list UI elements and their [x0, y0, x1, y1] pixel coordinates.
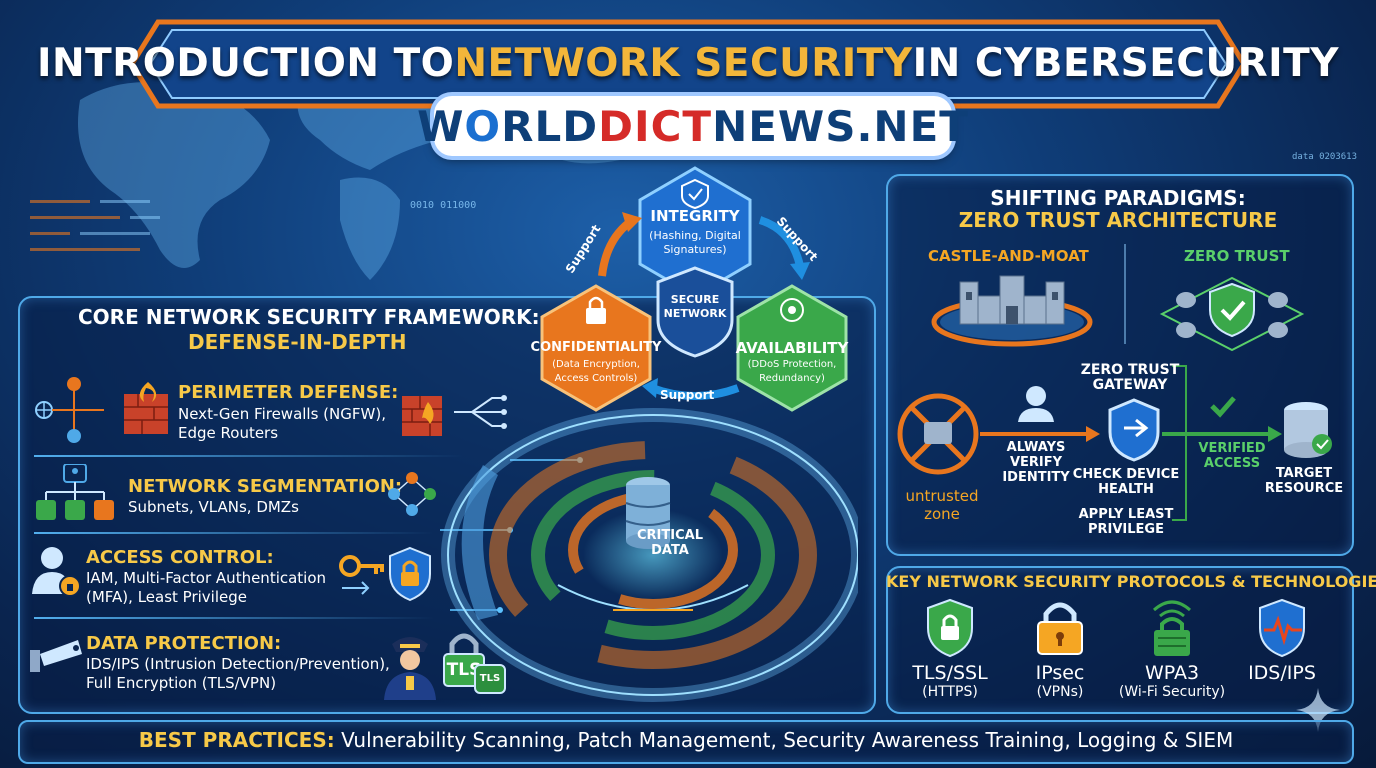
untrusted-zone-line1: untrusted — [905, 487, 979, 505]
ids-ips-shield-icon — [1259, 598, 1305, 658]
protocol-tls-name: TLS/SSL — [912, 662, 988, 684]
always-verify-line2: VERIFY — [1009, 455, 1063, 470]
protocol-ipsec-sub: (VPNs) — [1036, 684, 1084, 700]
perimeter-defense-line2: Edge Routers — [178, 424, 279, 442]
support-label-bottom: Support — [660, 388, 715, 402]
shield-lock-icon — [389, 546, 431, 602]
least-privilege-line1: APPLY LEAST — [1078, 507, 1174, 522]
zero-trust-label: ZERO TRUST — [1184, 247, 1290, 265]
untrusted-zone-line2: zone — [924, 505, 960, 523]
code-text-2: data 0203613 — [1292, 152, 1358, 162]
secure-network-line2: NETWORK — [663, 307, 727, 320]
protocol-wpa3-sub: (Wi-Fi Security) — [1118, 684, 1226, 700]
verified-access-line2: ACCESS — [1203, 456, 1261, 471]
tls-shield-icon — [927, 598, 973, 658]
protocol-ipsec-name: IPsec — [1035, 662, 1085, 684]
always-verify-line3: IDENTITY — [1002, 470, 1070, 485]
confidentiality-line2: Access Controls) — [554, 373, 638, 384]
integrity-title: INTEGRITY — [650, 207, 740, 225]
paradigm-divider — [1124, 244, 1126, 344]
divider-1 — [34, 455, 464, 457]
availability-line2: Redundancy) — [759, 373, 825, 384]
logo-text: WORLDDICTNEWS.NET — [417, 101, 969, 151]
wpa3-wifi-lock-icon — [1153, 600, 1191, 656]
protocol-wpa3-name: WPA3 — [1144, 662, 1200, 684]
tls-small-badge: TLS — [474, 664, 506, 694]
always-verify-line1: ALWAYS — [1006, 440, 1066, 455]
protocol-tls-sub: (HTTPS) — [922, 684, 978, 700]
title-banner — [129, 19, 1247, 109]
access-control-title: ACCESS CONTROL: — [86, 547, 274, 568]
data-protection-line2: Full Encryption (TLS/VPN) — [86, 674, 277, 692]
zero-trust-network-icon — [1159, 276, 1305, 352]
access-control-line2: (MFA), Least Privilege — [86, 588, 247, 606]
sparkle-icon — [1296, 688, 1340, 732]
least-privilege-line2: PRIVILEGE — [1088, 522, 1164, 537]
code-text-1: 0010 011000 — [410, 200, 477, 211]
cia-triad-diagram — [540, 166, 848, 412]
shuffle-arrows-icon — [454, 395, 507, 429]
best-practices-bar — [18, 720, 1354, 764]
protocols-heading: KEY NETWORK SECURITY PROTOCOLS & TECHNOL… — [886, 572, 1376, 591]
user-lock-icon — [32, 547, 81, 597]
zero-trust-heading: SHIFTING PARADIGMS: — [990, 186, 1246, 210]
zero-trust-subheading: ZERO TRUST ARCHITECTURE — [958, 208, 1278, 232]
firewall-icon — [124, 382, 168, 434]
site-logo: WORLDDICTNEWS.NET — [417, 96, 968, 156]
framework-heading: CORE NETWORK SECURITY FRAMEWORK: — [78, 305, 540, 329]
divider-3 — [34, 617, 434, 619]
integrity-line2: Signatures) — [663, 243, 727, 256]
availability-line1: (DDoS Protection, — [747, 359, 837, 370]
network-segmentation-title: NETWORK SEGMENTATION: — [128, 476, 403, 497]
critical-data-label-2: DATA — [651, 543, 689, 558]
defense-rings-diagram — [441, 408, 858, 702]
castle-and-moat-label: CASTLE-AND-MOAT — [928, 247, 1089, 265]
ipsec-lock-icon — [1037, 602, 1083, 655]
best-practices-label: BEST PRACTICES: — [138, 728, 335, 752]
hierarchy-users-icon — [36, 464, 114, 520]
castle-icon — [931, 275, 1093, 347]
secure-network-line1: SECURE — [670, 293, 720, 306]
data-protection-line1: IDS/IPS (Intrusion Detection/Prevention)… — [86, 655, 390, 673]
security-guard-icon — [384, 637, 436, 700]
best-practices-items: Vulnerability Scanning, Patch Management… — [334, 728, 1234, 752]
page-title: INTRODUCTION TO NETWORK SECURITY IN CYBE… — [36, 40, 1340, 86]
network-topology-icon — [35, 377, 104, 443]
framework-subheading: DEFENSE-IN-DEPTH — [188, 330, 407, 354]
network-segmentation-line1: Subnets, VLANs, DMZs — [128, 498, 299, 516]
divider-2 — [34, 532, 434, 534]
key-icon — [339, 555, 384, 595]
protocol-ids-name: IDS/IPS — [1248, 662, 1316, 684]
gateway-line1: ZERO TRUST — [1080, 362, 1180, 378]
target-resource-line1: TARGET — [1275, 466, 1333, 481]
code-lines-decoration — [30, 200, 160, 251]
check-device-line1: CHECK DEVICE — [1072, 467, 1180, 482]
best-practices-text: BEST PRACTICES: Vulnerability Scanning, … — [18, 728, 1354, 752]
cctv-camera-icon — [30, 640, 82, 672]
confidentiality-title: CONFIDENTIALITY — [530, 340, 662, 355]
verified-access-line1: VERIFIED — [1198, 441, 1266, 456]
critical-data-label-1: CRITICAL — [637, 528, 703, 543]
zero-trust-flow-diagram — [897, 365, 1332, 521]
gateway-line2: GATEWAY — [1092, 377, 1168, 393]
zero-trust-panel — [886, 174, 1354, 556]
tls-badge-label: TLS — [446, 660, 482, 680]
access-control-line1: IAM, Multi-Factor Authentication — [86, 569, 327, 587]
firewall-icon-right — [402, 396, 442, 436]
perimeter-defense-line1: Next-Gen Firewalls (NGFW), — [178, 405, 386, 423]
check-device-line2: HEALTH — [1098, 482, 1154, 497]
integrity-line1: (Hashing, Digital — [649, 229, 741, 242]
availability-title: AVAILABILITY — [735, 339, 849, 357]
segment-nodes-icon — [388, 472, 436, 516]
perimeter-defense-title: PERIMETER DEFENSE: — [178, 382, 399, 403]
confidentiality-line1: (Data Encryption, — [552, 359, 640, 370]
data-protection-title: DATA PROTECTION: — [86, 633, 282, 654]
target-resource-line2: RESOURCE — [1264, 481, 1344, 496]
